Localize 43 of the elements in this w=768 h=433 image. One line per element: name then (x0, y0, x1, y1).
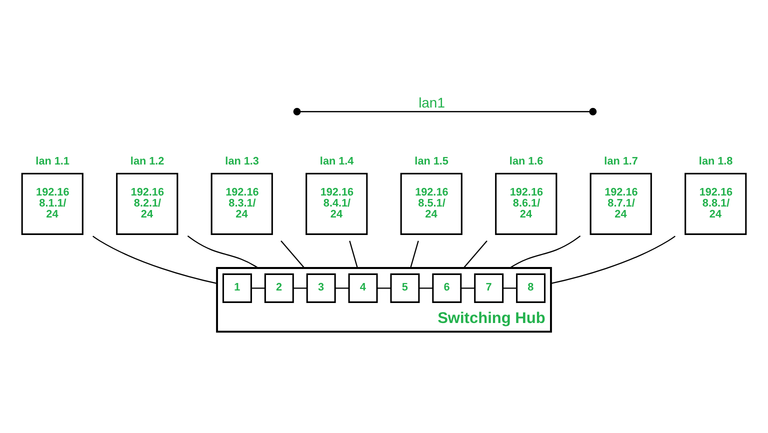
node-label: lan 1.4 (320, 154, 354, 167)
node-label: lan 1.6 (509, 154, 544, 167)
connector (349, 240, 358, 268)
connector (410, 240, 419, 268)
node-box: 1 (222, 272, 252, 302)
node-box: 3 (306, 272, 336, 302)
node-label: lan 1.8 (698, 154, 733, 167)
node-box: 6 (432, 272, 462, 302)
node-circle (293, 107, 301, 115)
connector (377, 287, 391, 288)
connector (550, 235, 676, 284)
edge-label: lan1 (418, 94, 445, 110)
node-box: 192.16 8.1.1/ 24 (21, 172, 84, 234)
connector (187, 235, 258, 268)
connector (461, 287, 475, 288)
node-box: 192.16 8.4.1/ 24 (306, 172, 368, 234)
node-label: lan 1.5 (414, 154, 448, 167)
connector (463, 240, 488, 268)
connector (280, 240, 305, 268)
node-label: lan 1.2 (130, 154, 164, 167)
node-box: 192.16 8.7.1/ 24 (590, 172, 652, 234)
node-box: 5 (390, 272, 420, 302)
node-box: 192.16 8.5.1/ 24 (400, 172, 462, 234)
node-box: 4 (348, 272, 378, 302)
node-label: lan 1.7 (604, 154, 638, 167)
node-box: 192.16 8.6.1/ 24 (495, 172, 558, 234)
connector (335, 287, 349, 288)
connector (502, 287, 517, 288)
node-label: lan 1.1 (36, 154, 70, 167)
node-box: 192.16 8.2.1/ 24 (116, 172, 178, 234)
connector (300, 110, 590, 112)
node-box: 2 (264, 272, 294, 302)
node-box: 192.16 8.8.1/ 24 (684, 172, 747, 234)
connector (92, 235, 218, 284)
node-box: 7 (474, 272, 504, 302)
connector (293, 287, 307, 288)
node-box: 8 (516, 272, 546, 302)
node-label: lan 1.3 (225, 154, 259, 167)
node-box: 192.16 8.3.1/ 24 (210, 172, 273, 234)
connector (510, 235, 581, 268)
connector (251, 287, 265, 288)
node-circle (589, 107, 597, 115)
connector (419, 287, 433, 288)
